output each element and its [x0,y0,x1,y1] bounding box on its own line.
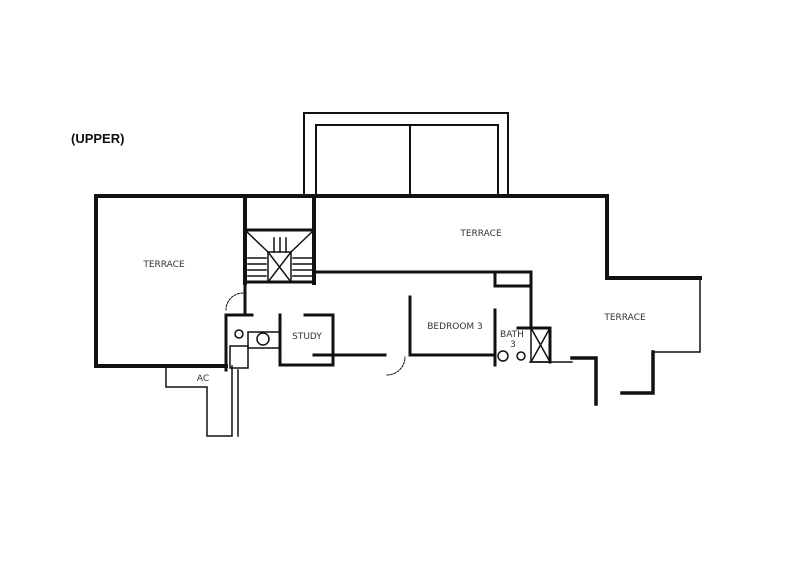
room-label-study: STUDY [292,332,322,342]
doors [225,292,406,376]
room-label-terrace-right: TERRACE [604,313,646,323]
room-label-terrace-left: TERRACE [143,260,185,270]
top-balcony [303,112,509,197]
fixtures [229,329,526,369]
interior-walls [224,270,552,437]
staircase [243,228,316,284]
room-label-ac: AC [196,374,210,384]
room-label-bedroom-3: BEDROOM 3 [427,322,483,332]
counter [493,270,533,288]
shower [529,326,552,364]
plan-title: (UPPER) [71,131,125,146]
room-label-bath: BATH [500,330,524,340]
room-label-bath-number: 3 [510,340,516,350]
outer-walls [94,194,702,406]
room-label-terrace-top: TERRACE [460,229,502,239]
